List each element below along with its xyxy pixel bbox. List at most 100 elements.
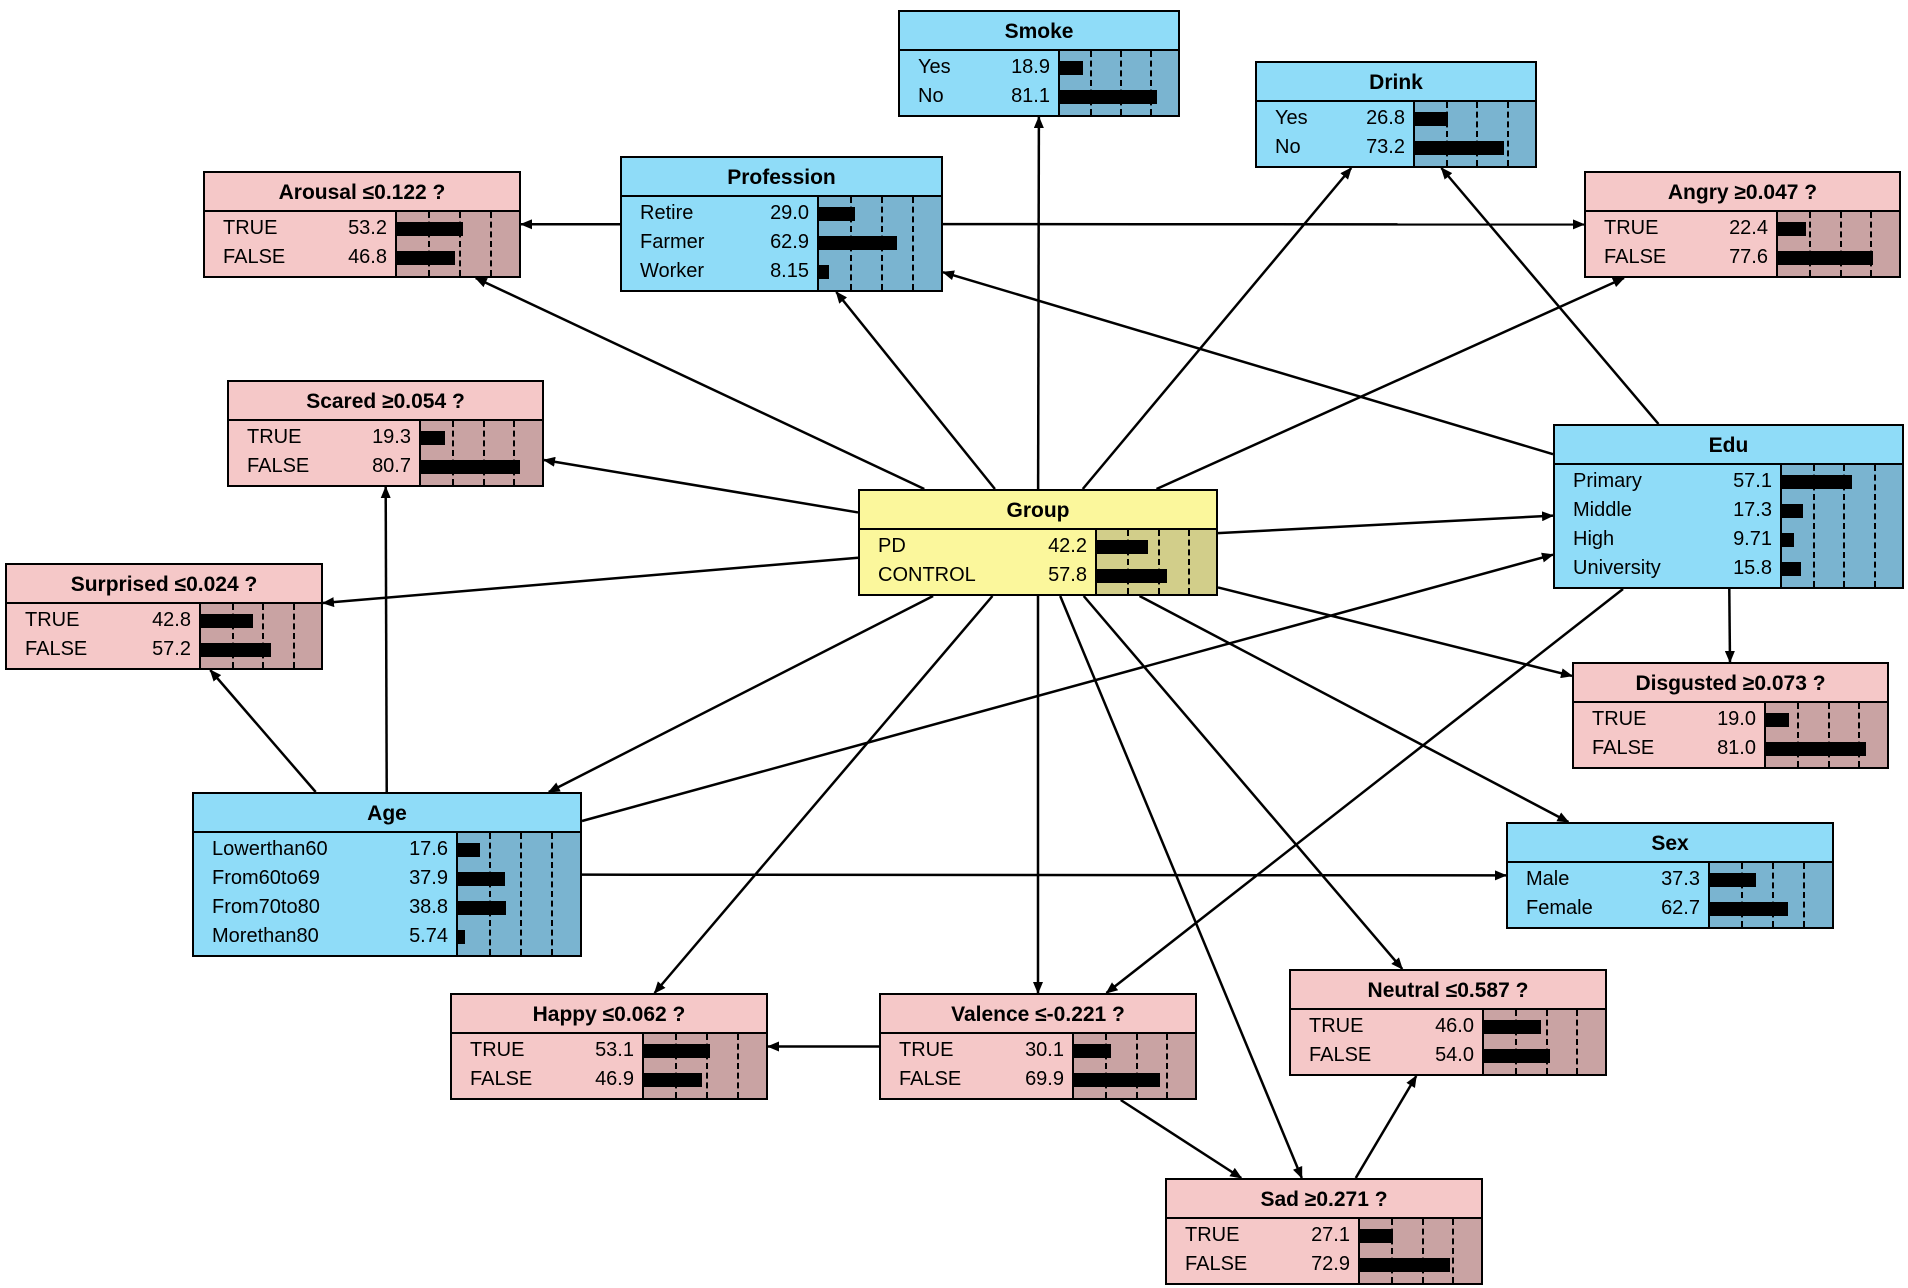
edge-group-to-age xyxy=(547,594,934,794)
gridline xyxy=(706,1034,708,1098)
belief-bar xyxy=(397,222,463,236)
state-label: TRUE xyxy=(1604,217,1659,239)
state-label: CONTROL xyxy=(878,564,976,586)
state-value: 69.9 xyxy=(1025,1068,1064,1090)
state-label: FALSE xyxy=(223,246,286,268)
belief-bars xyxy=(1413,102,1535,166)
gridline xyxy=(1874,465,1876,587)
state-label: University xyxy=(1573,557,1661,579)
gridline xyxy=(1422,1219,1424,1283)
gridline xyxy=(1828,703,1830,767)
gridline xyxy=(489,833,491,955)
state-value: 54.0 xyxy=(1435,1044,1474,1066)
state-value: 42.2 xyxy=(1048,535,1087,557)
edge-age-to-edu xyxy=(581,552,1554,823)
bar-row xyxy=(1484,1041,1605,1070)
gridline xyxy=(1188,530,1190,594)
state-label: TRUE xyxy=(247,426,302,448)
belief-bar xyxy=(1766,713,1789,727)
node-title: Age xyxy=(194,794,580,833)
gridline xyxy=(232,604,234,668)
state-value: 15.8 xyxy=(1733,557,1772,579)
bar-row xyxy=(458,922,580,951)
belief-bars xyxy=(642,1034,766,1098)
node-title: Sad ≥0.271 ? xyxy=(1167,1180,1481,1219)
state-label: TRUE xyxy=(223,217,278,239)
belief-bar xyxy=(1060,61,1083,75)
state-label: FALSE xyxy=(25,638,88,660)
node-title: Sex xyxy=(1508,824,1832,863)
bar-row xyxy=(1782,467,1902,496)
state-value: 62.7 xyxy=(1661,897,1700,919)
belief-bars xyxy=(395,212,519,276)
state-value: 27.1 xyxy=(1311,1224,1350,1246)
node-title: Angry ≥0.047 ? xyxy=(1586,173,1899,212)
bar-row xyxy=(1766,705,1887,734)
bar-row xyxy=(1074,1036,1195,1065)
node-title: Scared ≥0.054 ? xyxy=(229,382,542,421)
state-value: 26.8 xyxy=(1366,107,1405,129)
belief-bar xyxy=(1484,1020,1541,1034)
belief-bar xyxy=(819,236,897,250)
gridline xyxy=(1840,212,1842,276)
bar-row xyxy=(1782,525,1902,554)
edge-group-to-sad xyxy=(1059,595,1303,1179)
belief-bars xyxy=(1482,1010,1605,1074)
bar-row xyxy=(458,835,580,864)
bar-row xyxy=(458,893,580,922)
edge-group-to-disgusted xyxy=(1217,586,1573,679)
belief-bars xyxy=(419,421,542,485)
bar-row xyxy=(201,606,321,635)
belief-bars xyxy=(1708,863,1832,927)
node-title: Valence ≤-0.221 ? xyxy=(881,995,1195,1034)
state-value: 17.3 xyxy=(1733,499,1772,521)
belief-bar xyxy=(1782,562,1801,576)
edge-age-to-surprised xyxy=(209,669,317,793)
node-title: Surprised ≤0.024 ? xyxy=(7,565,321,604)
gridline xyxy=(675,1034,677,1098)
state-value: 72.9 xyxy=(1311,1253,1350,1275)
edge-group-to-scared xyxy=(543,456,859,514)
gridline xyxy=(1813,465,1815,587)
state-value: 5.74 xyxy=(409,925,448,947)
state-value: 57.2 xyxy=(152,638,191,660)
belief-bar xyxy=(458,901,506,915)
bar-row xyxy=(1778,214,1899,243)
belief-bar xyxy=(1360,1229,1393,1243)
belief-bars xyxy=(1358,1219,1481,1283)
